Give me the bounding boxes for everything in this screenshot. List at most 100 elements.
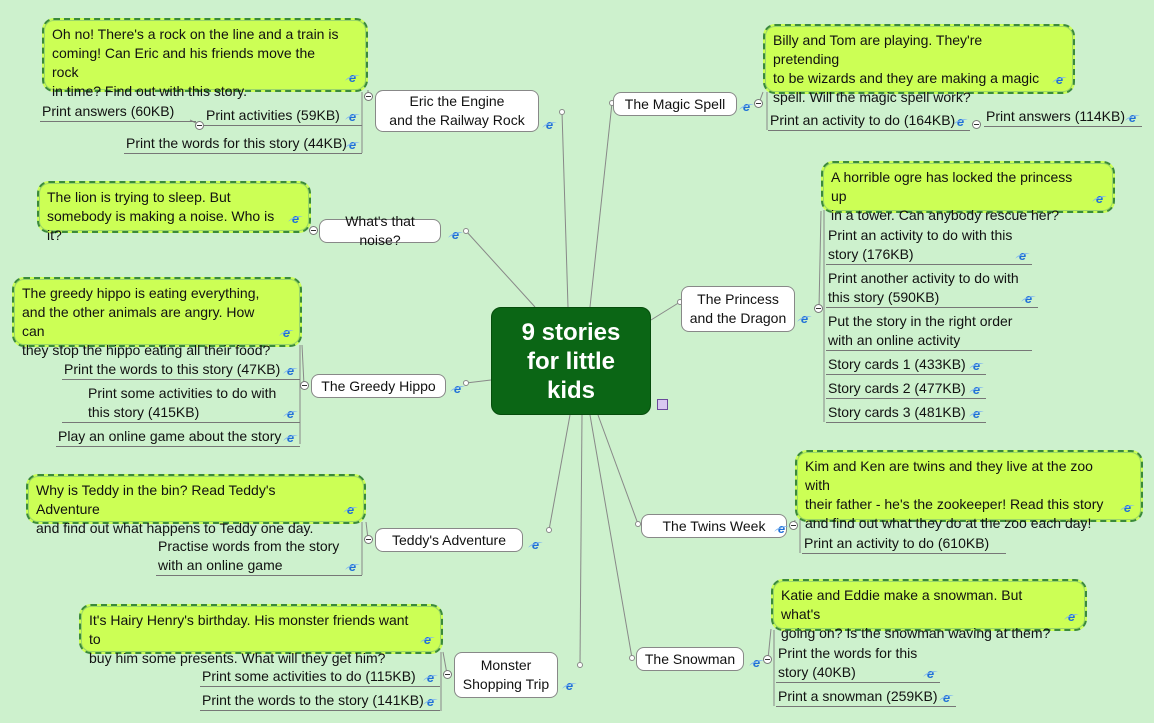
connector-handle[interactable]	[463, 380, 469, 386]
internet-explorer-icon[interactable]	[954, 116, 967, 128]
leaf-link[interactable]: Print answers (114KB)	[984, 107, 1142, 127]
topic-description-callout: Oh no! There's a rock on the line and a …	[42, 18, 368, 99]
internet-explorer-icon[interactable]	[346, 72, 359, 84]
collapse-icon[interactable]	[754, 99, 763, 108]
internet-explorer-icon[interactable]	[970, 384, 983, 396]
leaf-link[interactable]: Print an activity to do (610KB)	[802, 534, 1006, 554]
internet-explorer-icon[interactable]	[424, 696, 437, 708]
topic-description-callout: Katie and Eddie make a snowman. But what…	[771, 579, 1087, 641]
internet-explorer-icon[interactable]	[940, 692, 953, 704]
internet-explorer-icon[interactable]	[529, 539, 542, 551]
topic-node[interactable]: The Greedy Hippo	[311, 374, 446, 398]
topic-connector	[465, 230, 536, 308]
internet-explorer-icon[interactable]	[346, 139, 359, 151]
connector-handle[interactable]	[635, 521, 641, 527]
collapse-icon[interactable]	[195, 121, 204, 130]
internet-explorer-icon[interactable]	[421, 634, 434, 646]
internet-explorer-icon[interactable]	[924, 668, 937, 680]
internet-explorer-icon[interactable]	[740, 101, 753, 113]
leaf-link[interactable]: Print activities (59KB)	[204, 106, 362, 126]
topic-description-callout: It's Hairy Henry's birthday. His monster…	[79, 604, 443, 666]
leaf-link[interactable]: Print some activities to do with this st…	[62, 384, 300, 423]
topic-description-callout: The greedy hippo is eating everything, a…	[12, 277, 302, 358]
topic-node[interactable]: The Twins Week	[641, 514, 787, 538]
internet-explorer-icon[interactable]	[1126, 112, 1139, 124]
internet-explorer-icon[interactable]	[1053, 74, 1066, 86]
leaf-link[interactable]: Print the words to the story (141KB)	[200, 691, 440, 711]
topic-connector	[597, 414, 639, 525]
topic-node[interactable]: The Snowman	[636, 647, 744, 671]
internet-explorer-icon[interactable]	[280, 327, 293, 339]
leaf-link[interactable]: Play an online game about the story	[56, 427, 300, 447]
leaf-link[interactable]: Print the words to this story (47KB)	[62, 360, 300, 380]
leaf-link[interactable]: Story cards 3 (481KB)	[826, 403, 986, 423]
topic-connector	[561, 111, 569, 308]
leaf-link[interactable]: Practise words from the story with an on…	[156, 537, 362, 576]
collapse-icon[interactable]	[300, 381, 309, 390]
leaf-link[interactable]: Story cards 1 (433KB)	[826, 355, 986, 375]
collapse-icon[interactable]	[814, 304, 823, 313]
callout-connector	[767, 628, 772, 660]
internet-explorer-icon[interactable]	[1121, 502, 1134, 514]
internet-explorer-icon[interactable]	[289, 213, 302, 225]
internet-explorer-icon[interactable]	[284, 408, 297, 420]
internet-explorer-icon[interactable]	[563, 680, 576, 692]
leaf-link[interactable]: Print another activity to do with this s…	[826, 269, 1038, 308]
topic-node[interactable]: The Magic Spell	[613, 92, 737, 116]
collapse-icon[interactable]	[763, 655, 772, 664]
internet-explorer-icon[interactable]	[451, 383, 464, 395]
collapse-icon[interactable]	[364, 92, 373, 101]
leaf-link[interactable]: Print answers (60KB)	[40, 102, 196, 122]
topic-connector	[650, 301, 681, 321]
internet-explorer-icon[interactable]	[346, 561, 359, 573]
topic-node[interactable]: Monster Shopping Trip	[454, 652, 558, 698]
connector-handle[interactable]	[546, 527, 552, 533]
collapse-icon[interactable]	[972, 120, 981, 129]
internet-explorer-icon[interactable]	[970, 408, 983, 420]
topic-connector	[589, 414, 633, 659]
internet-explorer-icon[interactable]	[284, 432, 297, 444]
leaf-link[interactable]: Print the words for this story (44KB)	[124, 134, 362, 154]
internet-explorer-icon[interactable]	[1022, 293, 1035, 305]
internet-explorer-icon[interactable]	[424, 672, 437, 684]
collapse-icon[interactable]	[443, 670, 452, 679]
topic-node[interactable]: Eric the Engine and the Railway Rock	[375, 90, 539, 132]
internet-explorer-icon[interactable]	[543, 119, 556, 131]
collapse-icon[interactable]	[789, 521, 798, 530]
leaf-link[interactable]: Story cards 2 (477KB)	[826, 379, 986, 399]
topic-node[interactable]: Teddy's Adventure	[375, 528, 523, 552]
internet-explorer-icon[interactable]	[775, 523, 788, 535]
topic-description-callout: Why is Teddy in the bin? Read Teddy's Ad…	[26, 474, 366, 536]
note-icon[interactable]	[657, 399, 668, 410]
callout-connector	[818, 210, 822, 309]
internet-explorer-icon[interactable]	[798, 313, 811, 325]
internet-explorer-icon[interactable]	[1016, 250, 1029, 262]
leaf-link[interactable]: Put the story in the right order with an…	[826, 312, 1032, 351]
leaf-link[interactable]: Print a snowman (259KB)	[776, 687, 956, 707]
collapse-icon[interactable]	[364, 535, 373, 544]
leaf-link[interactable]: Print the words for this story (40KB)	[776, 644, 940, 683]
leaf-link[interactable]: Print an activity to do with this story …	[826, 226, 1032, 265]
leaf-link[interactable]: Print an activity to do (164KB)	[768, 111, 970, 131]
internet-explorer-icon[interactable]	[346, 111, 359, 123]
connector-handle[interactable]	[463, 228, 469, 234]
internet-explorer-icon[interactable]	[970, 360, 983, 372]
internet-explorer-icon[interactable]	[1065, 611, 1078, 623]
connector-handle[interactable]	[629, 655, 635, 661]
central-topic[interactable]: 9 stories for little kids	[491, 307, 651, 415]
connector-handle[interactable]	[577, 662, 583, 668]
internet-explorer-icon[interactable]	[344, 504, 357, 516]
topic-description-callout: Kim and Ken are twins and they live at t…	[795, 450, 1143, 531]
connector-handle[interactable]	[559, 109, 565, 115]
internet-explorer-icon[interactable]	[750, 657, 763, 669]
collapse-icon[interactable]	[309, 226, 318, 235]
leaf-link[interactable]: Print some activities to do (115KB)	[200, 667, 440, 687]
topic-node[interactable]: The Princess and the Dragon	[681, 286, 795, 332]
internet-explorer-icon[interactable]	[284, 365, 297, 377]
topic-node[interactable]: What's that noise?	[319, 213, 441, 248]
topic-connector	[465, 379, 492, 384]
internet-explorer-icon[interactable]	[1093, 193, 1106, 205]
topic-connector	[589, 102, 613, 308]
internet-explorer-icon[interactable]	[449, 229, 462, 241]
